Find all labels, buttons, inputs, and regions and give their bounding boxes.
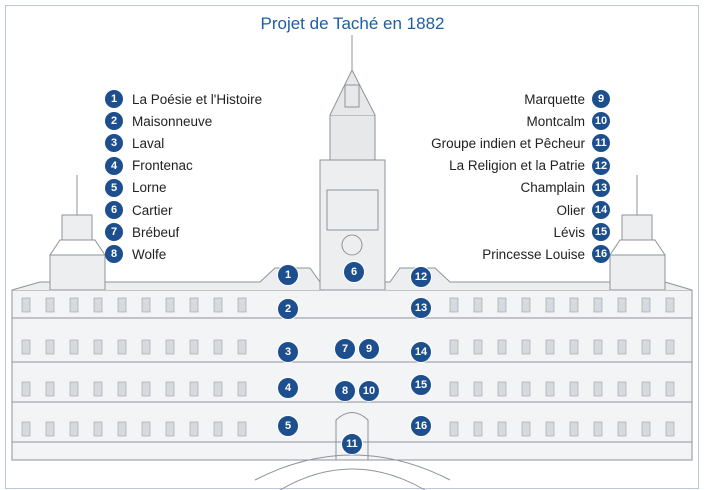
marker-number-badge: 16 <box>410 415 432 437</box>
statue-marker: 8 <box>334 380 356 402</box>
legend-number-badge: 1 <box>105 90 123 109</box>
legend-number-badge: 3 <box>105 134 123 153</box>
legend-item: 1 La Poésie et l'Histoire <box>105 88 262 110</box>
legend-label: La Poésie et l'Histoire <box>132 91 263 107</box>
legend-label: Montcalm <box>526 113 585 129</box>
marker-number-badge: 6 <box>343 261 365 283</box>
legend-number-badge: 7 <box>105 223 123 242</box>
legend-number-badge: 9 <box>592 90 610 109</box>
legend-label: Frontenac <box>132 158 193 174</box>
legend-number-badge: 10 <box>592 112 610 131</box>
legend-item: Olier 14 <box>431 199 610 221</box>
marker-number-badge: 12 <box>410 266 432 288</box>
legend-label: Lorne <box>132 180 167 196</box>
statue-marker: 5 <box>277 415 299 437</box>
marker-number-badge: 3 <box>277 341 299 363</box>
legend-left: 1 La Poésie et l'Histoire 2 Maisonneuve 3 Lav… <box>105 88 262 266</box>
legend-item: Lévis 15 <box>431 221 610 243</box>
legend-number-badge: 16 <box>592 245 610 264</box>
statue-marker: 11 <box>341 433 363 455</box>
statue-marker: 4 <box>277 377 299 399</box>
statue-marker: 3 <box>277 341 299 363</box>
marker-number-badge: 2 <box>277 298 299 320</box>
legend-number-badge: 14 <box>592 201 610 220</box>
statue-marker: 6 <box>343 261 365 283</box>
legend-item: La Religion et la Patrie 12 <box>431 155 610 177</box>
legend-item: 8 Wolfe <box>105 243 262 265</box>
legend-label: Princesse Louise <box>482 246 585 262</box>
legend-label: Groupe indien et Pêcheur <box>431 135 585 151</box>
legend-label: Marquette <box>524 91 585 107</box>
figure-frame <box>5 5 699 489</box>
statue-marker: 14 <box>410 341 432 363</box>
legend-label: Cartier <box>132 202 173 218</box>
legend-label: Lévis <box>553 224 585 240</box>
marker-number-badge: 1 <box>277 264 299 286</box>
marker-number-badge: 14 <box>410 341 432 363</box>
statue-marker: 15 <box>410 374 432 396</box>
legend-number-badge: 6 <box>105 201 123 220</box>
statue-marker: 2 <box>277 298 299 320</box>
legend-label: Laval <box>132 135 165 151</box>
legend-number-badge: 2 <box>105 112 123 131</box>
legend-number-badge: 5 <box>105 178 123 197</box>
legend-label: Brébeuf <box>132 224 180 240</box>
statue-marker: 13 <box>410 297 432 319</box>
legend-label: Maisonneuve <box>132 113 213 129</box>
legend-number-badge: 4 <box>105 156 123 175</box>
statue-marker: 12 <box>410 266 432 288</box>
statue-marker: 9 <box>358 338 380 360</box>
legend-number-badge: 15 <box>592 223 610 242</box>
legend-item: Princesse Louise 16 <box>431 243 610 265</box>
marker-number-badge: 11 <box>341 433 363 455</box>
marker-number-badge: 15 <box>410 374 432 396</box>
statue-marker: 10 <box>358 380 380 402</box>
marker-number-badge: 8 <box>334 380 356 402</box>
marker-number-badge: 9 <box>358 338 380 360</box>
legend-label: Olier <box>556 202 585 218</box>
diagram-title: Projet de Taché en 1882 <box>260 14 445 33</box>
legend-item: Champlain 13 <box>431 177 610 199</box>
legend-item: 4 Frontenac <box>105 155 262 177</box>
legend-number-badge: 12 <box>592 156 610 175</box>
legend-number-badge: 13 <box>592 178 610 197</box>
marker-number-badge: 5 <box>277 415 299 437</box>
legend-item: Montcalm 10 <box>431 110 610 132</box>
statue-marker: 7 <box>334 338 356 360</box>
legend-item: 2 Maisonneuve <box>105 110 262 132</box>
marker-number-badge: 4 <box>277 377 299 399</box>
marker-number-badge: 13 <box>410 297 432 319</box>
legend-item: 3 Laval <box>105 132 262 154</box>
legend-item: Marquette 9 <box>431 88 610 110</box>
statue-marker: 1 <box>277 264 299 286</box>
marker-number-badge: 7 <box>334 338 356 360</box>
legend-label: Wolfe <box>132 246 167 262</box>
legend-number-badge: 8 <box>105 245 123 264</box>
legend-item: 5 Lorne <box>105 177 262 199</box>
legend-item: 6 Cartier <box>105 199 262 221</box>
legend-item: Groupe indien et Pêcheur 11 <box>431 132 610 154</box>
legend-number-badge: 11 <box>592 134 610 153</box>
legend-item: 7 Brébeuf <box>105 221 262 243</box>
legend-label: Champlain <box>520 180 585 196</box>
marker-number-badge: 10 <box>358 380 380 402</box>
statue-marker: 16 <box>410 415 432 437</box>
legend-label: La Religion et la Patrie <box>449 158 585 174</box>
